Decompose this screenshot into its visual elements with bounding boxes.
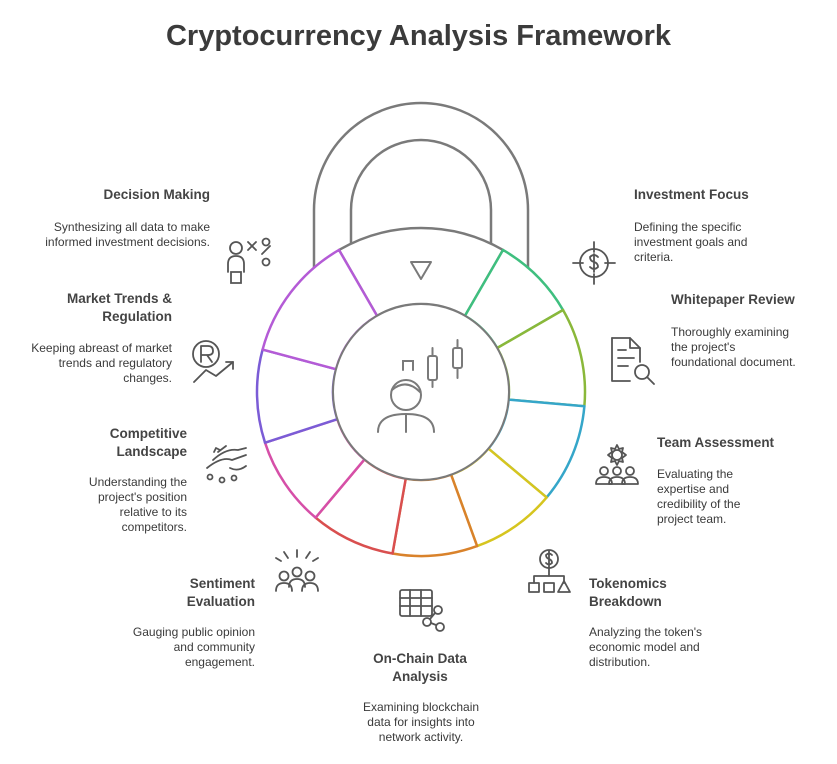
label-team-assessment: Team Assessment [657, 435, 775, 450]
desc-onchain-data: Examining blockchain data for insights i… [362, 700, 480, 744]
label-tokenomics: Tokenomics Breakdown [589, 576, 667, 609]
desc-team-assessment: Evaluating the expertise and credibility… [657, 467, 741, 526]
label-decision-making: Decision Making [103, 187, 210, 202]
document-search-icon [611, 337, 655, 385]
desc-tokenomics: Analyzing the token's economic model and… [589, 625, 703, 669]
label-market-trends: Market Trends & Regulation [66, 291, 172, 324]
lock-ring [255, 226, 587, 558]
regulation-trend-icon [192, 340, 234, 383]
person-options-icon [227, 237, 271, 284]
desc-decision-making: Synthesizing all data to make informed i… [45, 220, 210, 249]
analyst-chart-icon [377, 339, 463, 433]
target-dollar-icon [572, 241, 616, 285]
data-network-icon [399, 589, 445, 632]
label-competitive-landscape: Competitive Landscape [109, 426, 187, 459]
keyhole-triangle-icon [410, 261, 432, 280]
lock-shackle-inner [349, 138, 493, 250]
desc-competitive-landscape: Understanding the project's position rel… [88, 475, 187, 534]
crowd-celebration-icon [275, 549, 319, 592]
desc-whitepaper-review: Thoroughly examining the project's found… [671, 325, 796, 369]
label-whitepaper-review: Whitepaper Review [671, 292, 795, 307]
team-gear-icon [595, 444, 639, 485]
lock-shackle [312, 101, 530, 272]
label-investment-focus: Investment Focus [634, 187, 749, 202]
landscape-hand-icon [206, 445, 247, 484]
desc-investment-focus: Defining the specific investment goals a… [634, 220, 748, 264]
label-sentiment-evaluation: Sentiment Evaluation [186, 576, 255, 609]
label-onchain-data: On-Chain Data Analysis [373, 651, 467, 684]
token-hierarchy-icon [528, 549, 571, 593]
desc-sentiment-evaluation: Gauging public opinion and community eng… [132, 625, 255, 669]
diagram-title: Cryptocurrency Analysis Framework [165, 20, 671, 52]
desc-market-trends: Keeping abreast of market trends and reg… [31, 341, 172, 385]
